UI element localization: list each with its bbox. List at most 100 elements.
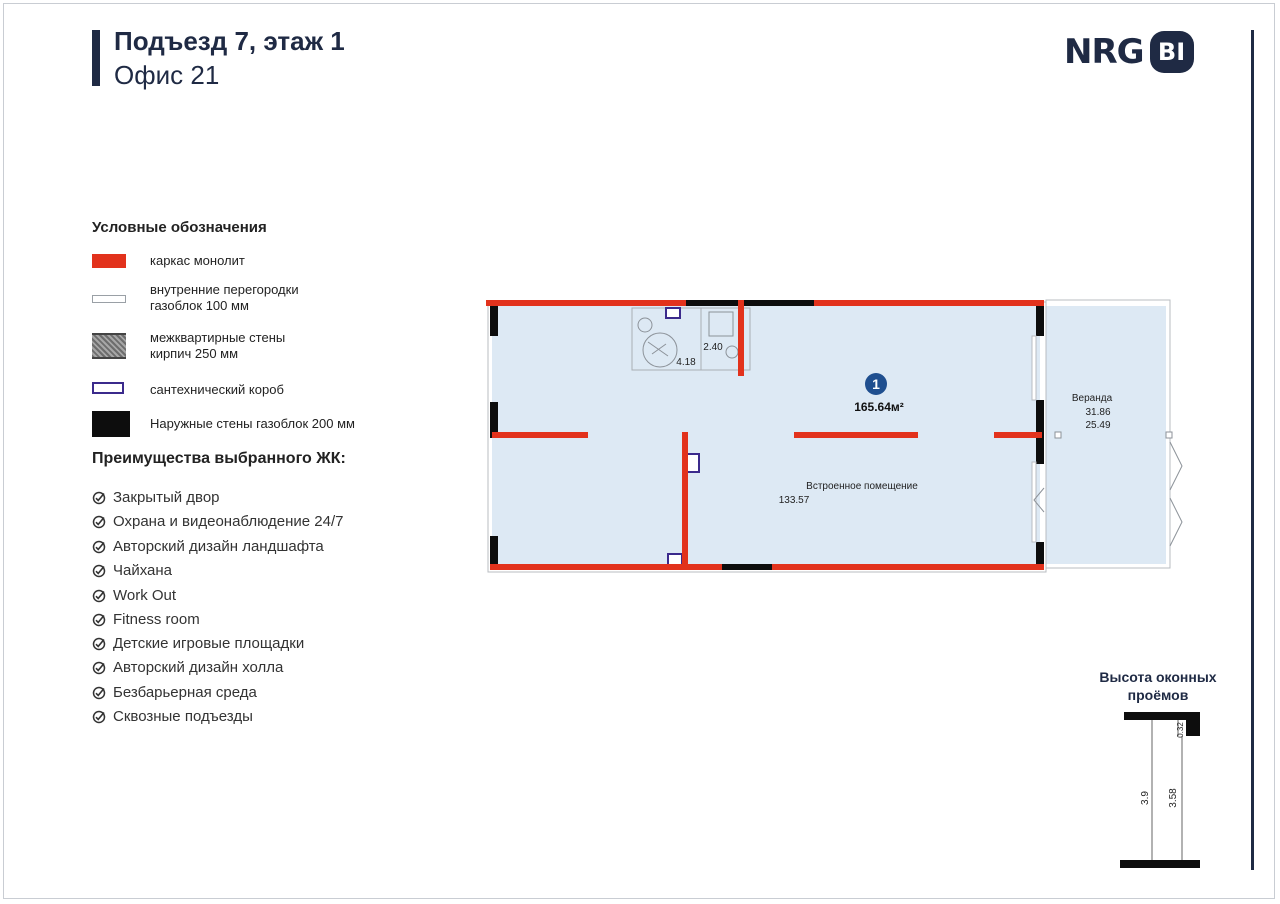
check-circle-icon — [92, 515, 106, 528]
dimension-opening: 3.58 — [1168, 788, 1179, 808]
legend-item-monolith: каркас монолит — [92, 253, 245, 268]
room-area: 31.86 — [1085, 407, 1110, 418]
window-height-title: Высота оконных проёмов — [1082, 668, 1234, 704]
logo-text: NRG — [1064, 32, 1145, 72]
benefit-item: Чайхана — [92, 562, 172, 579]
exterior-wall-swatch-icon — [92, 411, 130, 437]
legend-item-exterior: Наружные стены газоблок 200 мм — [92, 411, 355, 437]
benefit-item: Детские игровые площадки — [92, 635, 304, 652]
monolith-wall — [772, 564, 1044, 570]
shaft-swatch-icon — [92, 382, 124, 394]
exterior-wall — [744, 300, 814, 306]
monolith-swatch-icon — [92, 254, 126, 268]
legend-label-line: межквартирные стены — [150, 330, 286, 345]
shower-icon — [708, 311, 734, 337]
partition-swatch-icon — [92, 295, 126, 303]
slab-bottom — [1120, 860, 1200, 868]
benefit-label: Детские игровые площадки — [113, 635, 305, 652]
legend-title: Условные обозначения — [92, 219, 267, 236]
window-height-title-line: проёмов — [1127, 687, 1189, 703]
exterior-wall — [1036, 304, 1044, 336]
benefit-item: Авторский дизайн холла — [92, 659, 283, 676]
column-icon — [1165, 431, 1173, 439]
legend-item-partitions: внутренние перегородки газоблок 100 мм — [92, 282, 299, 313]
check-circle-icon — [92, 540, 106, 553]
benefit-label: Авторский дизайн ландшафта — [113, 538, 324, 555]
window-strip — [1031, 335, 1037, 401]
shaft-icon — [686, 453, 700, 473]
window-height-diagram: 3.9 3.58 0.32 — [1110, 706, 1220, 876]
benefit-label: Охрана и видеонаблюдение 24/7 — [113, 513, 344, 530]
check-circle-icon — [92, 613, 106, 626]
dimension-total: 3.9 — [1140, 791, 1151, 805]
slab-top — [1124, 712, 1200, 720]
benefit-label: Сквозные подъезды — [113, 708, 253, 725]
legend-label: сантехнический короб — [150, 382, 284, 397]
room-area: 133.57 — [779, 495, 810, 506]
unit-number: 1 — [872, 376, 880, 392]
benefit-label: Закрытый двор — [113, 489, 220, 506]
monolith-wall — [794, 432, 918, 438]
check-circle-icon — [92, 589, 106, 602]
exterior-wall — [686, 300, 742, 306]
legend-label: межквартирные стены кирпич 250 мм — [150, 330, 285, 362]
benefit-item: Сквозные подъезды — [92, 708, 253, 725]
check-circle-icon — [92, 491, 106, 504]
legend-label: Наружные стены газоблок 200 мм — [150, 416, 355, 431]
exterior-wall — [490, 536, 498, 568]
legend-label: внутренние перегородки газоблок 100 мм — [150, 282, 299, 314]
lintel — [1186, 712, 1200, 736]
check-circle-icon — [92, 564, 106, 577]
total-area: 165.64м² — [854, 400, 904, 414]
legend-label-line: газоблок 100 мм — [150, 298, 249, 313]
benefit-item: Авторский дизайн ландшафта — [92, 538, 324, 555]
benefit-label: Авторский дизайн холла — [113, 659, 284, 676]
floor-plan-svg: 1 165.64м² 4.18 2.40 Встроенное помещени… — [486, 299, 1183, 573]
shaft-icon — [665, 307, 681, 319]
monolith-wall — [994, 432, 1042, 438]
toilet-icon — [637, 317, 653, 333]
benefit-item: Охрана и видеонаблюдение 24/7 — [92, 513, 344, 530]
page-subtitle: Офис 21 — [114, 60, 220, 90]
tool-icon — [647, 341, 669, 357]
right-rule — [1251, 30, 1254, 870]
brand-logo: NRG BI — [1064, 30, 1194, 74]
exterior-wall — [1036, 542, 1044, 568]
legend-item-shaft: сантехнический короб — [92, 382, 284, 397]
monolith-wall — [486, 300, 686, 306]
unit-number-badge — [865, 373, 887, 395]
washbasin-icon — [642, 332, 678, 368]
monolith-wall — [738, 300, 744, 376]
exterior-wall — [490, 402, 498, 438]
window-height-title-line: Высота оконных — [1099, 669, 1217, 685]
exterior-wall — [722, 564, 772, 570]
check-circle-icon — [92, 637, 106, 650]
legend-label-line: кирпич 250 мм — [150, 346, 239, 361]
legend-label-line: внутренние перегородки — [150, 282, 299, 297]
veranda-floor — [1046, 306, 1166, 564]
door-swing-icon — [1033, 487, 1045, 513]
legend-label: каркас монолит — [150, 253, 245, 268]
room-area: 25.49 — [1085, 420, 1110, 431]
exterior-wall — [490, 304, 498, 336]
title-accent-bar — [92, 30, 100, 86]
benefit-label: Fitness room — [113, 611, 200, 628]
benefit-item: Fitness room — [92, 611, 200, 628]
brick-swatch-icon — [92, 333, 126, 359]
floor-plan: 1 165.64м² 4.18 2.40 Встроенное помещени… — [480, 292, 1200, 582]
monolith-wall — [814, 300, 1044, 306]
benefit-item: Work Out — [92, 587, 176, 604]
bathroom-outline — [631, 307, 751, 371]
column-icon — [1054, 431, 1062, 439]
monolith-wall — [490, 564, 722, 570]
check-circle-icon — [92, 686, 106, 699]
room-area: 4.18 — [676, 357, 696, 368]
room-name: Встроенное помещение — [806, 481, 918, 492]
page-border — [3, 3, 1275, 899]
room-name: Веранда — [1072, 393, 1113, 404]
window-height-svg: 3.9 3.58 0.32 — [1120, 712, 1200, 868]
logo-badge: BI — [1149, 31, 1194, 73]
monolith-wall — [492, 432, 588, 438]
check-circle-icon — [92, 661, 106, 674]
check-circle-icon — [92, 710, 106, 723]
